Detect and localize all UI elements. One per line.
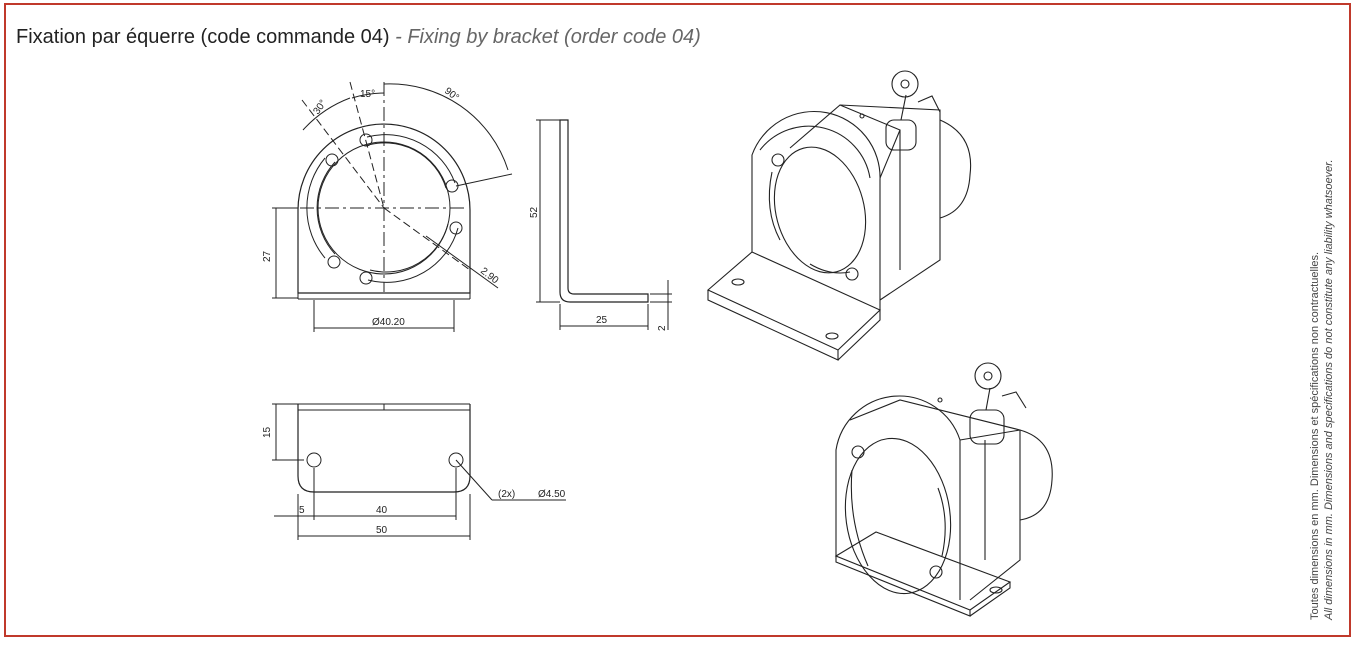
dim-thickness-2: 2 xyxy=(657,325,668,331)
drawing-frame xyxy=(4,3,1351,637)
dim-hole-count: (2x) xyxy=(498,489,515,500)
dim-spacing-40: 40 xyxy=(376,505,388,516)
dim-width-50: 50 xyxy=(376,525,388,536)
title-separator: - xyxy=(389,26,408,48)
dim-angle-15: 15° xyxy=(360,89,375,100)
dim-height-52: 52 xyxy=(529,206,540,218)
bracket-side-view xyxy=(536,119,672,330)
dim-height-27: 27 xyxy=(262,250,273,262)
dim-radius-2-90: 2.90 xyxy=(478,266,500,287)
bracket-isometric-view-1 xyxy=(706,70,972,361)
bracket-bottom-view xyxy=(272,403,566,540)
dim-hole-diameter: Ø4.50 xyxy=(538,489,566,500)
bracket-front-view xyxy=(272,81,513,332)
dim-offset-5: 5 xyxy=(299,505,305,516)
dim-height-15: 15 xyxy=(262,426,273,438)
dim-diameter-40-20: Ø40.20 xyxy=(372,317,405,328)
title-english: Fixing by bracket (order code 04) xyxy=(407,26,701,48)
bracket-isometric-view-2 xyxy=(834,362,1053,617)
dim-angle-30: 30° xyxy=(311,98,329,117)
dim-length-25: 25 xyxy=(596,315,608,326)
dimension-labels: 30° 15° 90° 27 2.90 Ø40.20 52 25 2 15 5 … xyxy=(262,86,668,536)
title-french: Fixation par équerre (code commande 04) xyxy=(16,26,390,48)
dim-angle-90: 90° xyxy=(442,86,461,104)
drawing-title: Fixation par équerre (code commande 04) … xyxy=(16,26,701,49)
